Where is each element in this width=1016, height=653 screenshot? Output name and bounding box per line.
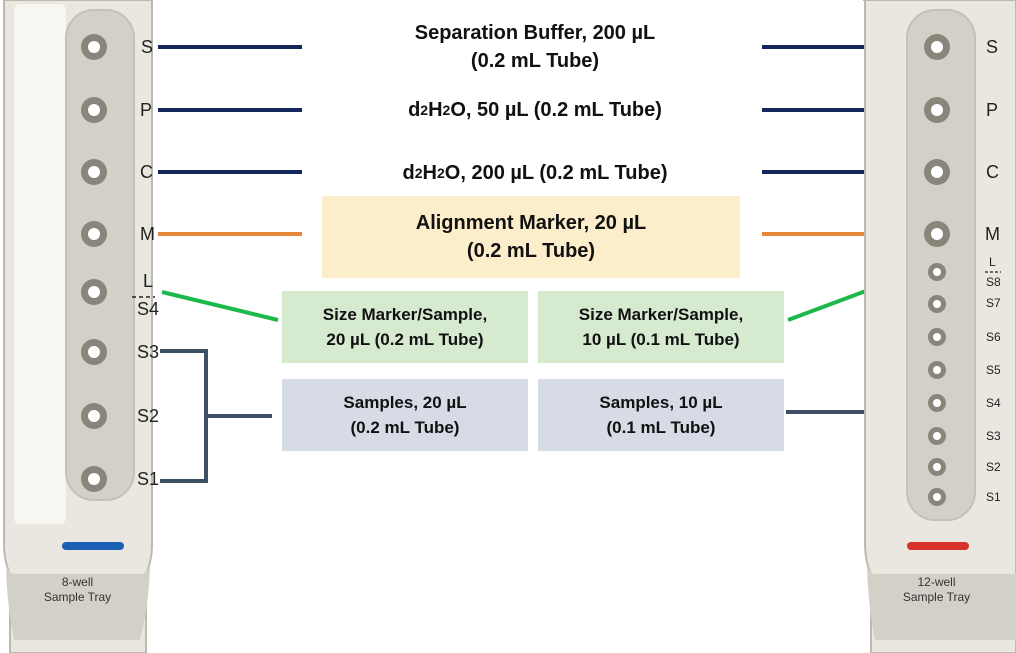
right-label-s4: S4 [986, 396, 1001, 410]
left-label-s4: S4 [137, 299, 160, 319]
left-tray-caption: 8-well Sample Tray [0, 575, 155, 605]
water50-sub1: 2 [420, 102, 429, 118]
left-caption-line1: 8-well [61, 575, 94, 589]
right-label-m: M [985, 224, 1000, 244]
left-tray-shape [3, 0, 155, 653]
separation-line1: Separation Buffer, 200 µL [414, 22, 656, 44]
right-label-s7: S7 [986, 296, 1001, 310]
right-indicator-bar [907, 542, 969, 550]
size-left-line2: 20 µL (0.2 mL Tube) [326, 330, 484, 349]
water50-prefix: d [408, 99, 421, 121]
samples-right-box: Samples, 10 µL (0.1 mL Tube) [538, 379, 784, 451]
right-sample-tray: S P C M L S8 S7 S6 S5 S4 S3 S2 S1 12-wel… [861, 0, 1016, 653]
right-label-c: C [986, 162, 999, 182]
size-marker-left-box: Size Marker/Sample, 20 µL (0.2 mL Tube) [282, 291, 528, 363]
left-label-s3: S3 [137, 342, 160, 362]
right-label-p: P [986, 100, 999, 120]
left-label-m: M [140, 224, 155, 244]
water50-suffix: O, 50 µL (0.2 mL Tube) [450, 99, 662, 121]
size-right-line1: Size Marker/Sample, [578, 305, 744, 324]
samples-right-line1: Samples, 10 µL [599, 393, 723, 412]
water200-suffix: O, 200 µL (0.2 mL Tube) [444, 162, 668, 184]
left-label-s1: S1 [137, 469, 160, 489]
size-left-line1: Size Marker/Sample, [322, 305, 488, 324]
right-label-s1: S1 [986, 490, 1001, 504]
left-indicator-bar [62, 542, 124, 550]
left-label-s2: S2 [137, 406, 160, 426]
left-caption-line2: Sample Tray [43, 590, 112, 604]
alignment-line1: Alignment Marker, 20 µL [415, 212, 647, 234]
right-label-s8: S8 [986, 275, 1001, 289]
samples-left-line2: (0.2 mL Tube) [350, 418, 460, 437]
left-wells [81, 34, 107, 492]
samples-left-line1: Samples, 20 µL [343, 393, 467, 412]
line-left-size [161, 290, 279, 322]
right-caption-line2: Sample Tray [902, 590, 971, 604]
right-tray-caption: 12-well Sample Tray [859, 575, 1014, 605]
size-right-line2: 10 µL (0.1 mL Tube) [582, 330, 740, 349]
alignment-line2: (0.2 mL Tube) [466, 240, 596, 262]
samples-right-line2: (0.1 mL Tube) [606, 418, 716, 437]
size-marker-right-box: Size Marker/Sample, 10 µL (0.1 mL Tube) [538, 291, 784, 363]
water200-sub1: 2 [414, 165, 423, 181]
water50-mid: H [428, 99, 443, 121]
left-label-c: C [140, 162, 153, 182]
left-label-l: L [143, 271, 154, 291]
left-sample-tray: S P C M L S4 S3 S2 S1 8-well Sample Tray [0, 0, 159, 653]
samples-left-box: Samples, 20 µL (0.2 mL Tube) [282, 379, 528, 451]
right-caption-line1: 12-well [917, 575, 956, 589]
water50-sub2: 2 [442, 102, 451, 118]
separation-line2: (0.2 mL Tube) [470, 50, 600, 72]
right-label-s: S [986, 37, 999, 57]
right-label-s5: S5 [986, 363, 1001, 377]
bracket-left-samples [160, 349, 272, 483]
right-label-l: L [989, 255, 996, 269]
right-wells [924, 34, 950, 506]
alignment-marker-box: Alignment Marker, 20 µL (0.2 mL Tube) [322, 196, 740, 278]
right-label-s3: S3 [986, 429, 1001, 443]
right-label-s2: S2 [986, 460, 1001, 474]
right-tray-shape [863, 0, 1016, 653]
right-label-s6: S6 [986, 330, 1001, 344]
water200-prefix: d [402, 162, 415, 184]
water200-sub2: 2 [436, 165, 445, 181]
separation-buffer-label: Separation Buffer, 200 µL (0.2 mL Tube) [320, 14, 750, 80]
left-label-p: P [140, 100, 153, 120]
left-label-s: S [141, 37, 154, 57]
water200-mid: H [422, 162, 437, 184]
